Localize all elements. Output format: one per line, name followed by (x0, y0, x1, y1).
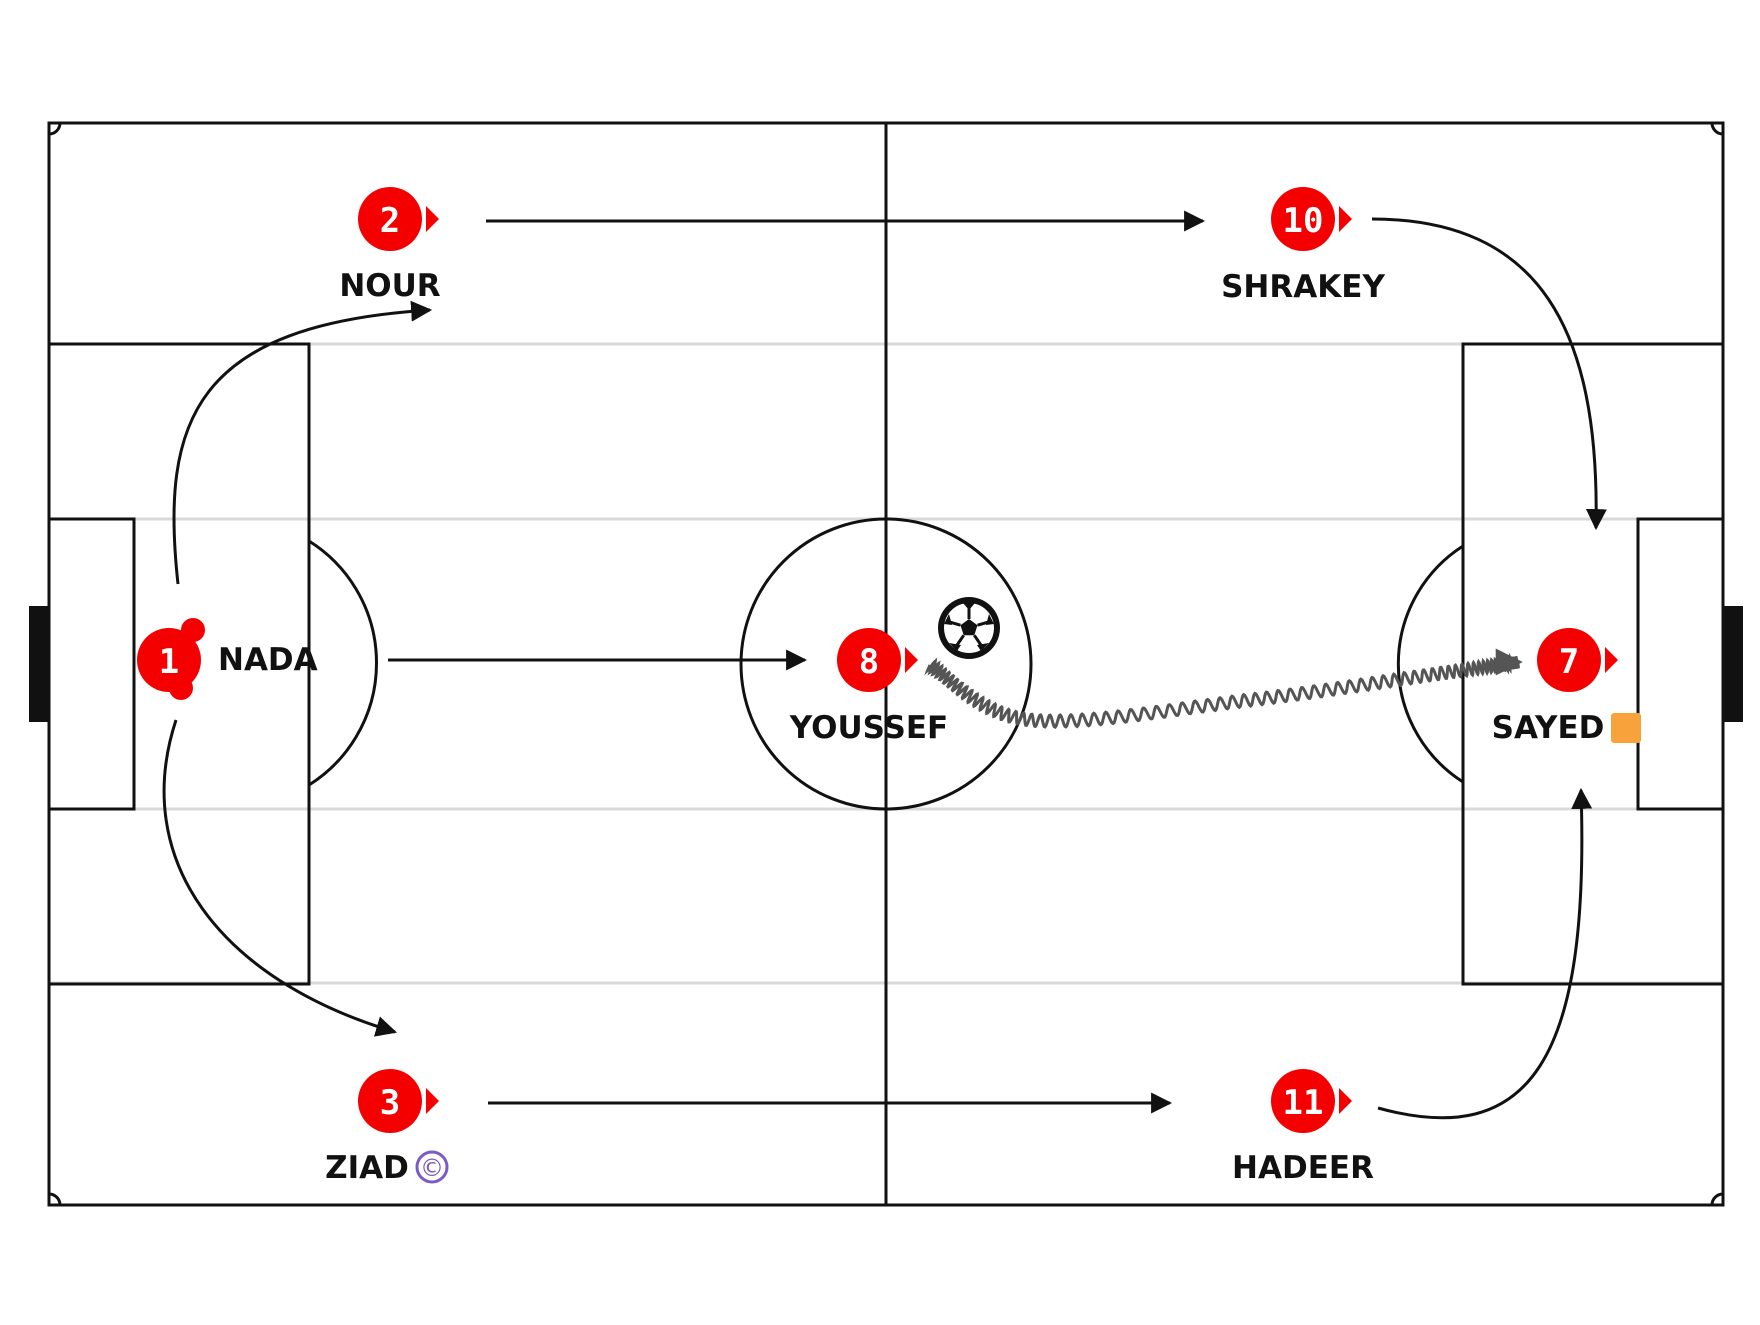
center-circle (739, 517, 1033, 811)
player-name: ZIAD (325, 1150, 409, 1186)
left-goal (29, 606, 49, 722)
player-name: SHRAKEY (1221, 269, 1385, 305)
left-goal-box (47, 517, 136, 811)
player-name: SAYED (1492, 710, 1605, 746)
captain-badge-icon: © (415, 1150, 449, 1184)
player-name: YOUSSEF (789, 710, 948, 746)
right-goal (1723, 606, 1743, 722)
soccer-ball-icon (938, 597, 1000, 659)
player-number: 1 (159, 642, 179, 682)
player-number: 11 (1283, 1083, 1324, 1123)
player-number: 7 (1559, 642, 1579, 682)
player-token-11[interactable]: 11 (1271, 1069, 1352, 1133)
corner-arc (1710, 122, 1724, 136)
run-arrow-10-to-7 (1371, 217, 1607, 531)
player-name: NOUR (339, 268, 440, 304)
player-number: 8 (859, 642, 879, 682)
player-number: 3 (380, 1083, 400, 1123)
corner-arc (1710, 1192, 1724, 1206)
player-name: HADEER (1232, 1150, 1374, 1186)
player-token-2[interactable]: 2 (358, 187, 439, 251)
run-arrow-11-to-7 (1377, 787, 1593, 1120)
player-token-7[interactable]: 7 (1537, 628, 1618, 692)
corner-arc (48, 122, 62, 136)
goalkeeper-token-1[interactable]: 1 (137, 618, 205, 700)
player-name: NADA (218, 642, 318, 678)
player-number: 2 (380, 201, 400, 241)
run-arrow-1-to-3 (162, 719, 398, 1037)
player-number: 10 (1283, 201, 1324, 241)
player-token-8[interactable]: 8 (837, 628, 918, 692)
right-penalty-arc (1396, 544, 1464, 784)
left-penalty-arc (308, 539, 379, 787)
player-token-10[interactable]: 10 (1271, 187, 1352, 251)
right-goal-box (1636, 517, 1725, 811)
player-token-3[interactable]: 3 (358, 1069, 439, 1133)
dribble-arrow-8-to-7 (924, 648, 1523, 729)
movement-arrows (162, 210, 1607, 1120)
yellow-card-icon (1611, 713, 1641, 743)
corner-arc (48, 1192, 62, 1206)
captain-badge-text: © (420, 1154, 444, 1182)
run-arrow-1-to-2 (172, 300, 433, 585)
